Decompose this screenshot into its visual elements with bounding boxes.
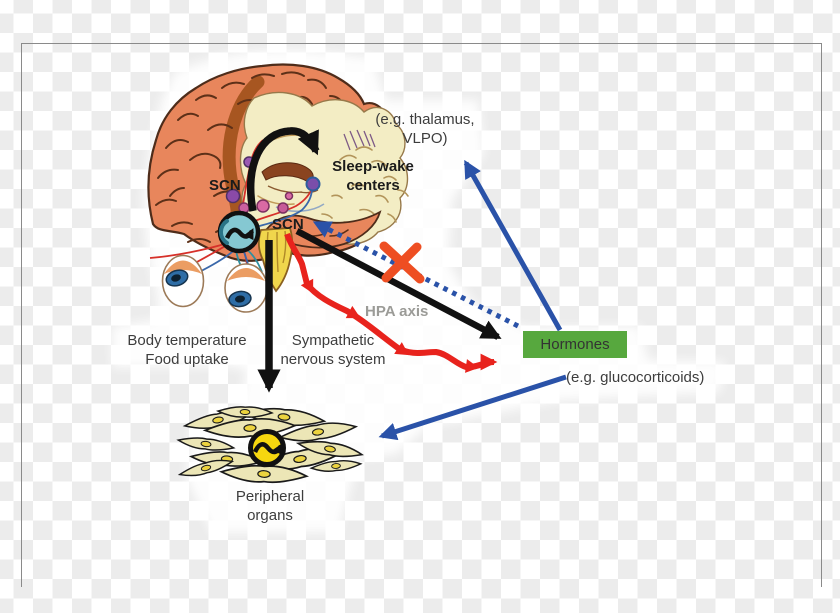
scn-label-upper: SCN (209, 177, 241, 194)
sympathetic-line1: Sympathetic (291, 332, 375, 349)
arrow-red-zigzag (284, 232, 498, 373)
glucocorticoids-note: (e.g. glucocorticoids) (566, 369, 705, 386)
eye-right-icon (224, 263, 268, 313)
body-temperature-label: Body temperature Food uptake (104, 331, 270, 369)
sleep-wake-line1: Sleep-wake (332, 158, 414, 175)
midbrain-hatch (343, 129, 376, 151)
thalamus-note-line1: (e.g. thalamus, (375, 111, 475, 128)
peripheral-organs-label: Peripheral organs (200, 487, 340, 525)
arrow-hormones-to-thalamus-blue (463, 159, 563, 332)
scn-clock-icon (217, 210, 261, 254)
blocked-cross-icon (379, 241, 425, 284)
hypothalamic-nuclei (225, 156, 321, 214)
arrow-glucocorticoids-to-peripheral-blue (378, 374, 567, 441)
arrow-scn-to-hormones (295, 228, 502, 340)
sympathetic-line2: nervous system (280, 351, 386, 368)
sympathetic-label: Sympathetic nervous system (250, 331, 416, 369)
sleep-wake-centers-label: Sleep-wake centers (298, 157, 448, 195)
eye-left-icon (161, 254, 205, 308)
cerebellum-folds (321, 146, 409, 229)
hormones-box: Hormones (523, 331, 627, 358)
body-temperature-line1: Body temperature (127, 332, 247, 349)
body-temperature-line2: Food uptake (145, 351, 229, 368)
peripheral-line2: organs (247, 507, 293, 524)
thalamus-note-line2: VLPO) (402, 130, 448, 147)
sleep-wake-line2: centers (346, 177, 400, 194)
hpa-axis-label: HPA axis (365, 303, 429, 320)
scn-label-lower: SCN (272, 216, 304, 233)
thalamus-vlpo-note: (e.g. thalamus, VLPO) (340, 110, 510, 148)
peripheral-clock-icon (248, 429, 286, 467)
peripheral-line1: Peripheral (235, 488, 305, 505)
peripheral-organs-icon (176, 406, 365, 484)
arrow-scn-to-sleepwake (246, 127, 320, 212)
spindle-cells (176, 406, 365, 484)
